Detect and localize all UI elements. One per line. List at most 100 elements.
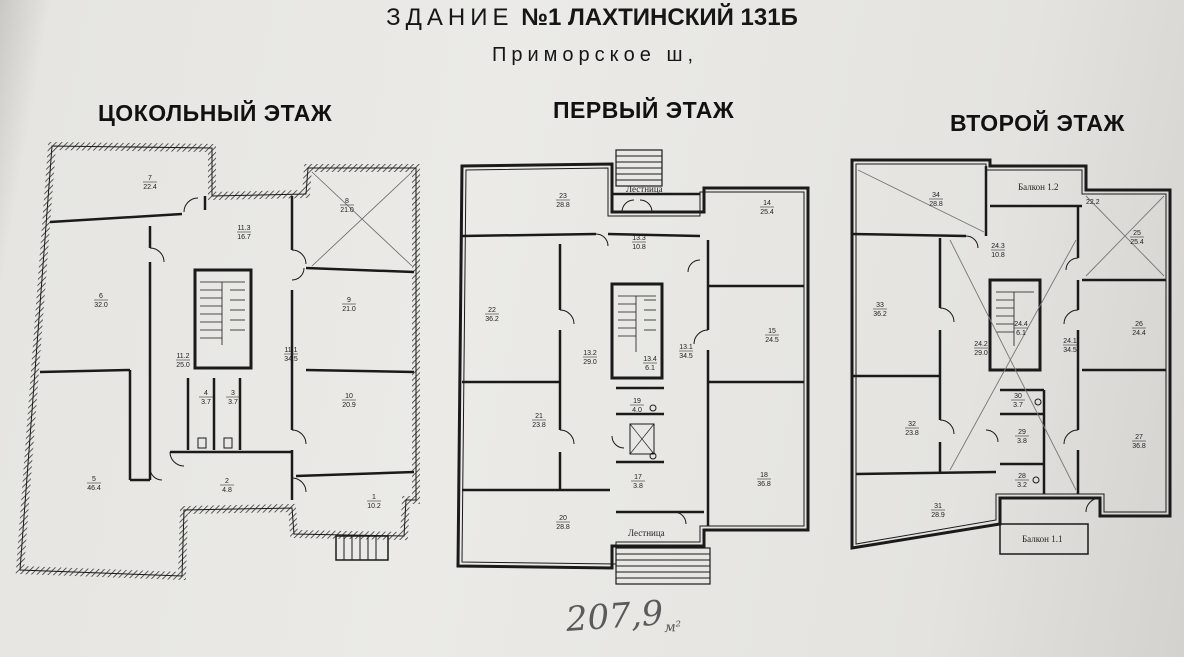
first-floor-room-number: 13.2: [583, 350, 597, 357]
basement-room-area: 25.0: [176, 362, 190, 369]
basement-room-number: 5: [92, 476, 96, 483]
second-floor-room-number: 28: [1018, 473, 1026, 480]
second-floor-room-number: 24.2: [974, 341, 988, 348]
basement-room-number: 3: [231, 390, 235, 397]
basement-floor-title: ЦОКОЛЬНЫЙ ЭТАЖ: [98, 100, 333, 126]
basement-room-label: 11.316.7: [237, 225, 251, 241]
basement-room-number: 1: [372, 494, 376, 501]
basement-room-label: 110.2: [367, 494, 381, 510]
handwritten-total-unit: м²: [663, 618, 682, 636]
basement-room-label: 921.0: [342, 297, 356, 313]
second-floor-room-area: 3.2: [1017, 482, 1027, 489]
first-floor-outer-wall: [456, 162, 810, 570]
second-floor-room-label: 27 36.8: [1132, 434, 1146, 450]
first-floor-room-area: 6.1: [645, 365, 655, 372]
second-floor-room-area: 36.8: [1132, 443, 1146, 450]
second-floor-room-number: 27: [1135, 434, 1143, 441]
first-floor-room-label: 13.134.5: [679, 344, 693, 360]
basement-room-area: 22.4: [143, 184, 157, 191]
first-floor-room-number: 14: [763, 200, 771, 207]
second-floor-room-area: 28.8: [929, 201, 943, 208]
basement-room-area: 34.5: [284, 356, 298, 363]
basement-room-label: 722.4: [143, 175, 157, 191]
basement-room-area: 20.9: [342, 402, 356, 409]
basement-room-area: 46.4: [87, 485, 101, 492]
second-floor-room-label: 33 36.2: [873, 302, 887, 318]
basement-plan: [15, 141, 420, 581]
second-floor-room-number: 30: [1014, 393, 1022, 400]
first-floor-stair-labels: Лестница Лестница: [626, 184, 665, 538]
second-floor-room-number: 24.3: [991, 243, 1005, 250]
balcony-1-2-area: 22.2: [1086, 199, 1100, 206]
second-floor-room-area: 28.9: [931, 512, 945, 519]
first-floor-room-number: 18: [760, 472, 768, 479]
handwritten-total-value: 207,9: [564, 593, 665, 640]
second-floor-room-number: 24.4: [1014, 321, 1028, 328]
second-floor-room-label: 34 28.8: [929, 192, 943, 208]
basement-room-area: 21.0: [342, 306, 356, 313]
first-floor-room-number: 13.1: [679, 344, 693, 351]
basement-room-number: 8: [345, 198, 349, 205]
second-floor-title: ВТОРОЙ ЭТАЖ: [950, 110, 1125, 136]
first-floor-room-area: 3.8: [633, 483, 643, 490]
building-title: ЗДАНИЕ №1 ЛАХТИНСКИЙ 131Б: [0, 4, 1184, 32]
balcony-1-2-label: Балкон 1.2: [1018, 182, 1058, 192]
second-floor-room-area: 29.0: [974, 350, 988, 357]
basement-room-number: 2: [225, 478, 229, 485]
first-floor-room-area: 4.0: [632, 407, 642, 414]
stair-label-bottom: Лестница: [628, 528, 665, 538]
first-floor-room-number: 13.4: [643, 356, 657, 363]
first-floor-room-number: 15: [768, 328, 776, 335]
balcony-labels: Балкон 1.2 22.2 Балкон 1.1: [1018, 182, 1100, 544]
second-floor-room-label: 24.46.1: [1014, 321, 1028, 337]
first-floor-room-label: 13.310.8: [632, 235, 646, 251]
first-floor-plan: [456, 149, 810, 585]
second-floor-room-area: 34.5: [1063, 347, 1077, 354]
first-floor-room-number: 13.3: [632, 235, 646, 242]
basement-room-label: 24.8: [220, 478, 234, 494]
first-floor-room-label: 13.229.0: [583, 350, 597, 366]
second-floor-room-number: 34: [932, 192, 940, 199]
basement-room-number: 11.2: [176, 353, 189, 360]
stair-label-top: Лестница: [626, 184, 663, 194]
second-floor-outer-wall: [850, 158, 1172, 550]
second-floor-room-label: 283.2: [1015, 473, 1029, 489]
first-floor-room-area: 36.2: [485, 316, 499, 323]
basement-room-label: 10 20.9: [342, 393, 356, 409]
basement-room-area: 3.7: [201, 399, 211, 406]
basement-room-area: 21.0: [340, 207, 354, 214]
second-floor-room-label: 24.310.8: [991, 243, 1005, 259]
first-floor-room-area: 25.4: [760, 209, 774, 216]
basement-room-number: 7: [148, 175, 152, 182]
building-title-label: ЗДАНИЕ: [386, 4, 514, 31]
basement-room-number: 10: [345, 393, 353, 400]
first-floor-room-label: 194.0: [630, 398, 644, 414]
first-floor-room-area: 28.8: [556, 202, 570, 209]
first-floor-room-number: 23: [559, 193, 567, 200]
first-floor-room-label: 13.4 6.1: [643, 356, 657, 372]
basement-room-area: 16.7: [237, 234, 251, 241]
first-floor-room-label: 23 28.8: [556, 193, 570, 209]
second-floor-room-number: 24.1: [1063, 338, 1077, 345]
second-floor-room-number: 25: [1133, 230, 1141, 237]
basement-room-label: 546.4: [87, 476, 101, 492]
second-floor-room-area: 3.8: [1017, 438, 1027, 445]
first-floor-room-number: 21: [535, 413, 543, 420]
second-floor-room-label: 303.7: [1011, 393, 1025, 409]
building-title-number: №1 ЛАХТИНСКИЙ 131Б: [521, 4, 798, 31]
basement-room-number: 11.1: [284, 347, 297, 354]
handwritten-total-area: 207,9м²: [565, 592, 682, 643]
second-floor-room-area: 36.2: [873, 311, 887, 318]
first-floor-room-area: 24.5: [765, 337, 779, 344]
first-floor-room-number: 19: [633, 398, 641, 405]
second-floor-room-number: 33: [876, 302, 884, 309]
basement-room-label: 821.0: [340, 198, 354, 214]
balcony-1-1-label: Балкон 1.1: [1022, 534, 1062, 544]
